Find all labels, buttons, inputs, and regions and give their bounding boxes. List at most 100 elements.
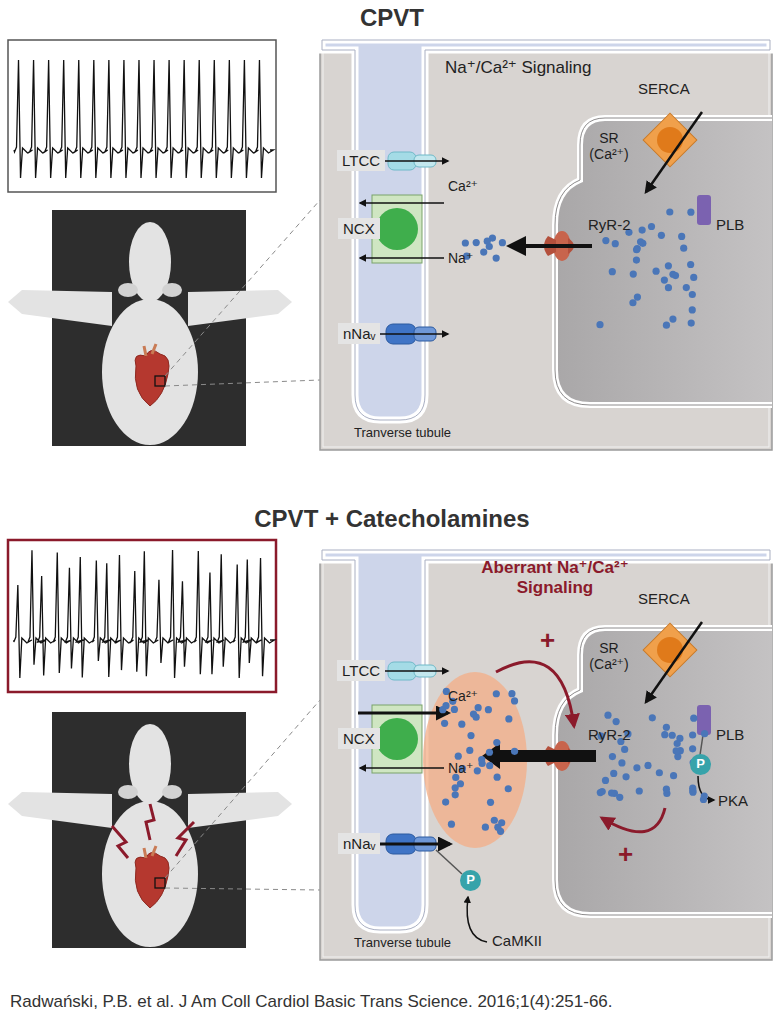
calcium-ion: [452, 791, 459, 798]
part-label: Ca²⁺: [448, 688, 478, 704]
camkii-arrow: [467, 897, 487, 942]
calcium-ion: [633, 764, 640, 771]
calcium-ion: [622, 773, 629, 780]
phospho-link: [700, 735, 703, 755]
calcium-ion: [491, 817, 498, 824]
calcium-ion: [596, 321, 603, 328]
part-label: RyR-2: [588, 726, 631, 743]
calcium-ion: [644, 762, 651, 769]
calcium-ion: [674, 740, 681, 747]
ecg-frame: [8, 40, 276, 192]
panel-heading: Aberrant Na⁺/Ca²⁺ Signaling: [465, 558, 645, 597]
calcium-ion: [629, 299, 636, 306]
compartment-label: SR (Ca²⁺): [583, 130, 635, 162]
calcium-ion: [451, 706, 458, 713]
calcium-ion: [482, 824, 489, 831]
calcium-ion: [634, 293, 641, 300]
calcium-ion: [493, 254, 500, 261]
mouse-drawing: [8, 210, 292, 446]
phosphate-mark: P: [466, 873, 475, 888]
channel-name: nNaᵥ: [343, 325, 375, 342]
cell-drawing: [320, 38, 772, 450]
part-label: Na⁺: [448, 760, 473, 776]
cell-panel: Na⁺/Ca²⁺ SignalingLTCC NCX nNaᵥ SR (Ca²⁺) SE…: [320, 38, 772, 450]
illustration-part: [380, 160, 448, 162]
calcium-ion: [663, 322, 670, 329]
part-label: SERCA: [638, 80, 690, 97]
calcium-ion: [486, 749, 493, 756]
calcium-ion: [661, 731, 668, 738]
calcium-ion: [669, 732, 676, 739]
calcium-ion: [458, 721, 465, 728]
calcium-ion: [511, 697, 518, 704]
calcium-ion: [480, 248, 487, 255]
calcium-ion: [658, 232, 665, 239]
panel-heading: Na⁺/Ca²⁺ Signaling: [445, 58, 591, 78]
calcium-ion: [689, 745, 696, 752]
calcium-ion: [649, 714, 656, 721]
illustration-part: [510, 244, 592, 248]
channel-name: nNaᵥ: [343, 835, 375, 852]
calcium-ion: [604, 712, 611, 719]
calcium-ion: [442, 798, 449, 805]
cell-drawing: [320, 548, 772, 960]
illustration-part: [646, 112, 702, 192]
illustration-part: [380, 670, 448, 672]
compartment-label: SR (Ca²⁺): [583, 640, 635, 672]
calcium-ion: [700, 796, 707, 803]
calcium-ion: [630, 271, 637, 278]
calcium-ion: [669, 316, 676, 323]
calcium-ion: [470, 710, 477, 717]
calcium-ion: [612, 240, 619, 247]
channel-label-box: NCX: [338, 218, 380, 239]
calcium-ion: [672, 272, 679, 279]
channel-name: NCX: [343, 730, 375, 747]
part-label: SERCA: [638, 590, 690, 607]
feedback-arrow: [496, 662, 574, 726]
channel-name: LTCC: [342, 662, 380, 679]
phosphate-circle: P: [460, 870, 481, 891]
phosphate-mark: P: [696, 757, 705, 772]
calcium-ion: [673, 747, 680, 754]
cell-panel: Aberrant Na⁺/Ca²⁺ SignalingLTCC NCX nNaᵥ SR…: [320, 548, 772, 960]
part-label: Tranverse tubule: [354, 936, 451, 951]
calcium-ion: [616, 794, 623, 801]
channel-label-box: LTCC: [337, 150, 385, 171]
calcium-ion: [663, 786, 670, 793]
calcium-ion: [478, 756, 485, 763]
phospho-link: [436, 850, 462, 874]
calcium-ion: [485, 706, 492, 713]
calcium-ion: [678, 233, 685, 240]
calcium-ion: [656, 769, 663, 776]
calcium-ion: [621, 746, 628, 753]
figure-heading: CPVT: [360, 4, 424, 32]
calcium-ion: [666, 208, 673, 215]
calcium-ion: [462, 239, 469, 246]
sr-region: SR (Ca²⁺): [555, 628, 772, 915]
calcium-ion: [497, 828, 504, 835]
calcium-ion: [484, 238, 491, 245]
calcium-ion: [508, 690, 515, 697]
calcium-ion: [610, 770, 617, 777]
calcium-ion: [665, 284, 672, 291]
figure-heading: CPVT + Catecholamines: [254, 505, 529, 533]
illustration-part: [358, 712, 448, 715]
calcium-ion: [613, 718, 620, 725]
calcium-ion: [636, 787, 643, 794]
illustration-part: [360, 202, 444, 204]
calcium-ion: [688, 319, 695, 326]
part-label: +: [618, 840, 633, 870]
illustration-part: [380, 333, 448, 335]
calcium-ion: [670, 772, 677, 779]
calcium-ion: [665, 262, 672, 269]
ryr2-release-arrow: [482, 743, 596, 769]
calcium-ion: [474, 767, 481, 774]
figure-caption: Radwański, P.B. et al. J Am Coll Cardiol…: [10, 992, 613, 1012]
calcium-ion: [689, 291, 696, 298]
channel-label-box: LTCC: [337, 660, 385, 681]
part-label: PLB: [716, 216, 744, 233]
calcium-ion: [609, 268, 616, 275]
channel-label-box: nNaᵥ: [338, 323, 380, 344]
ecg-trace: [14, 550, 275, 678]
calcium-ion: [457, 780, 464, 787]
